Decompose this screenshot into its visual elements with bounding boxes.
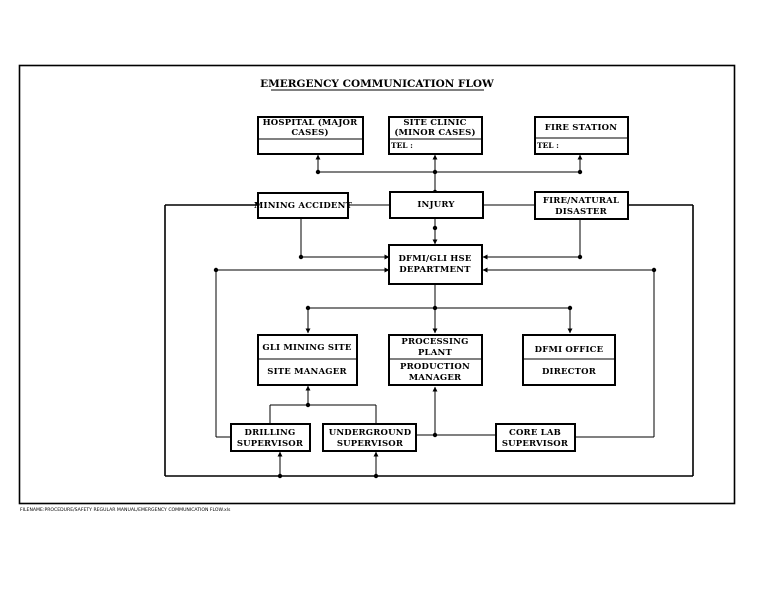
processing-plant-box: PROCESSING PLANT PRODUCTION MANAGER [388, 334, 483, 386]
junction-dot [577, 254, 583, 260]
mining-accident-label: MINING ACCIDENT [254, 201, 353, 211]
processing-plant-label-1: PROCESSING [401, 337, 468, 347]
fire-natural-label-1: FIRE/NATURAL [543, 196, 619, 206]
junction-dot [305, 402, 311, 408]
junction-dot [577, 169, 583, 175]
junction-dot [651, 267, 657, 273]
junction-dot [277, 473, 283, 479]
mining-accident-box: MINING ACCIDENT [254, 192, 353, 219]
junction-dot [567, 305, 573, 311]
fire-natural-label-2: DISASTER [555, 207, 607, 217]
site-clinic-box: SITE CLINIC (MINOR CASES) TEL : [388, 116, 483, 155]
gli-mining-site-box: GLI MINING SITE SITE MANAGER [257, 334, 358, 386]
footer-filename: FILENAME:PROCEDURE/SAFETY REGULAR MANUAL… [20, 507, 231, 513]
hse-label-2: DEPARTMENT [399, 265, 471, 275]
fire-natural-disaster-box: FIRE/NATURAL DISASTER [534, 191, 629, 220]
dfmi-office-label: DFMI OFFICE [535, 345, 604, 355]
drilling-label-1: DRILLING [245, 428, 296, 438]
hse-department-box: DFMI/GLI HSE DEPARTMENT [388, 244, 483, 285]
fire-station-tel: TEL : [537, 141, 559, 150]
gli-mining-site-label: GLI MINING SITE [262, 343, 352, 353]
injury-box: INJURY [389, 191, 484, 219]
hospital-box: HOSPITAL (MAJOR CASES) [257, 116, 364, 155]
hospital-label-1: HOSPITAL (MAJOR [263, 117, 359, 128]
clinic-label-1: SITE CLINIC [403, 118, 466, 128]
junction-dot [373, 473, 379, 479]
injury-label: INJURY [417, 200, 455, 210]
junction-dot [305, 305, 311, 311]
director-label: DIRECTOR [542, 367, 597, 377]
junction-dot [432, 225, 438, 231]
production-manager-label-2: MANAGER [409, 373, 462, 383]
clinic-label-2: (MINOR CASES) [394, 127, 475, 138]
drilling-label-2: SUPERVISOR [237, 439, 304, 449]
page-frame [18, 64, 736, 505]
clinic-tel: TEL : [391, 141, 413, 150]
production-manager-label-1: PRODUCTION [400, 362, 470, 372]
dfmi-office-box: DFMI OFFICE DIRECTOR [522, 334, 616, 386]
diagram-title: EMERGENCY COMMUNICATION FLOW [260, 78, 494, 90]
site-manager-label: SITE MANAGER [267, 367, 347, 377]
junction-dot [432, 305, 438, 311]
fire-station-box: FIRE STATION TEL : [534, 116, 629, 155]
junction-dot [213, 267, 219, 273]
core-lab-label-2: SUPERVISOR [502, 439, 569, 449]
junction-dot [432, 169, 438, 175]
hospital-label-2: CASES) [291, 127, 328, 138]
hse-label-1: DFMI/GLI HSE [398, 254, 471, 264]
fire-station-label: FIRE STATION [545, 123, 618, 133]
underground-label-1: UNDERGROUND [329, 428, 412, 438]
junction-dot [432, 432, 438, 438]
core-lab-supervisor-box: CORE LAB SUPERVISOR [495, 423, 576, 452]
processing-plant-label-2: PLANT [418, 348, 453, 358]
underground-supervisor-box: UNDERGROUND SUPERVISOR [322, 423, 417, 452]
junction-dot [315, 169, 321, 175]
underground-label-2: SUPERVISOR [337, 439, 404, 449]
junction-dot [298, 254, 304, 260]
core-lab-label-1: CORE LAB [509, 428, 561, 438]
drilling-supervisor-box: DRILLING SUPERVISOR [230, 423, 311, 452]
